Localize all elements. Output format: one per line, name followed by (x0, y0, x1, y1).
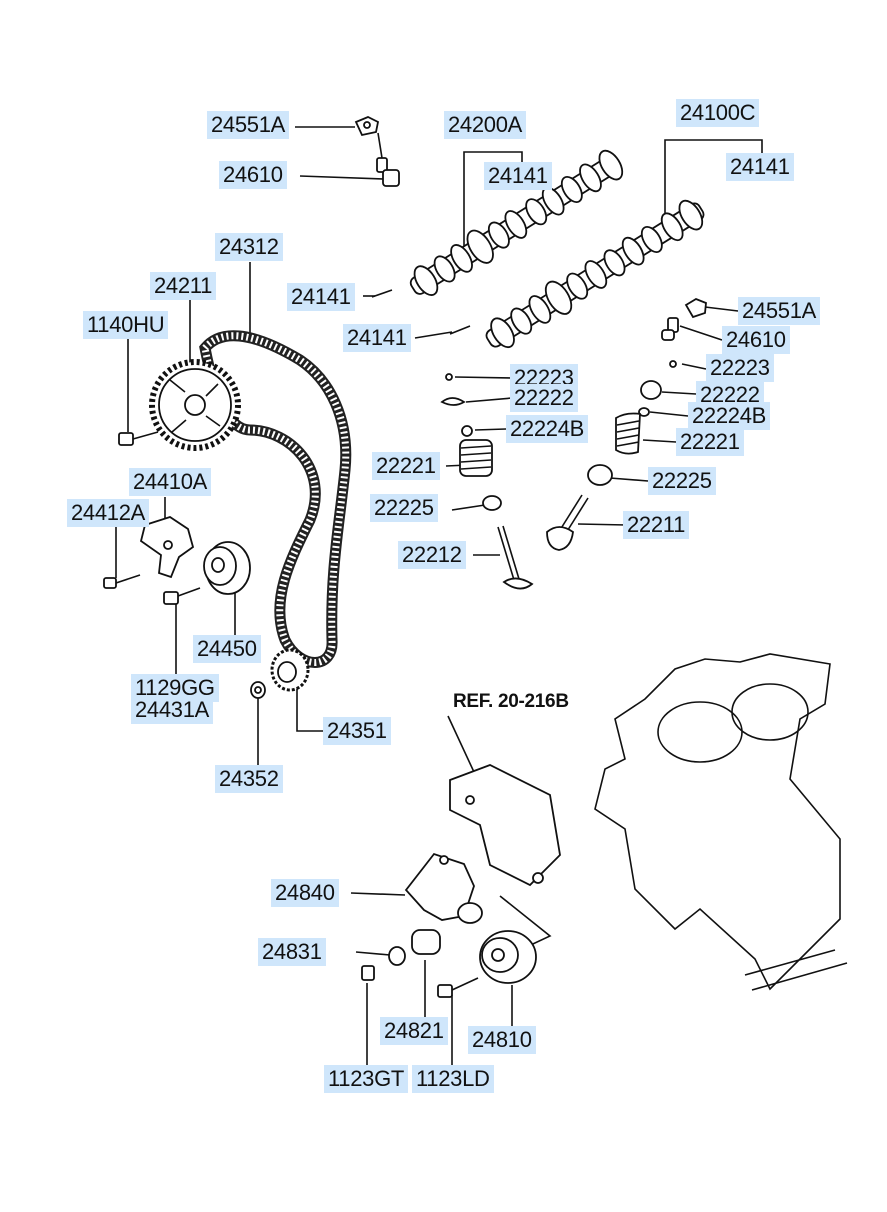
part-label-24211: 24211 (150, 272, 217, 300)
tensioner-bracket (139, 516, 195, 579)
crank-sprocket (250, 648, 310, 699)
part-label-22221-right: 22221 (676, 428, 744, 456)
cam-sensor-right (661, 297, 707, 341)
valve-train-left (440, 373, 534, 590)
part-label-1123GT: 1123GT (324, 1065, 409, 1093)
part-label-24410A: 24410A (129, 468, 212, 496)
part-label-24450: 24450 (193, 635, 261, 663)
cam-sensor-top (354, 116, 400, 187)
idler-parts (361, 929, 537, 998)
part-label-22224B-left: 22224B (506, 415, 589, 443)
tensioner-pulley (203, 541, 251, 595)
part-label-22225-left: 22225 (370, 494, 438, 522)
part-label-24821: 24821 (380, 1017, 448, 1045)
part-label-24141-d: 24141 (343, 324, 411, 352)
part-label-24412A: 24412A (67, 499, 150, 527)
part-label-24352: 24352 (215, 765, 283, 793)
idler-arm-24840 (404, 852, 483, 924)
part-label-22223-right: 22223 (706, 354, 774, 382)
part-label-24312: 24312 (215, 233, 283, 261)
engine-block (594, 653, 848, 991)
bolt-24412A (103, 574, 141, 589)
part-label-24200A: 24200A (444, 111, 527, 139)
part-label-24431A: 24431A (131, 696, 214, 724)
ref-note: REF. 20-216B (453, 691, 569, 712)
part-label-22225-right: 22225 (648, 467, 716, 495)
part-label-24141-a: 24141 (484, 162, 552, 190)
part-label-24100C: 24100C (676, 99, 760, 127)
part-label-24831: 24831 (258, 938, 326, 966)
part-label-24141-c: 24141 (287, 283, 355, 311)
part-label-22211: 22211 (623, 511, 690, 539)
part-label-22222-left: 22222 (510, 384, 578, 412)
valve-train-right (546, 360, 677, 551)
part-label-24141-b: 24141 (726, 153, 794, 181)
cam-plugs (371, 289, 471, 335)
part-label-22212: 22212 (398, 541, 466, 569)
part-label-24551A-right: 24551A (738, 297, 821, 325)
part-label-24610-top: 24610 (219, 161, 287, 189)
part-label-1123LD: 1123LD (412, 1065, 494, 1093)
part-label-1140HU: 1140HU (83, 311, 169, 339)
cam-sprocket (149, 359, 241, 451)
part-label-24840: 24840 (271, 879, 339, 907)
part-label-24351: 24351 (323, 717, 391, 745)
part-label-24610-right: 24610 (722, 326, 790, 354)
part-label-24810: 24810 (468, 1026, 536, 1054)
camshaft-upper (409, 149, 624, 296)
timing-belt (199, 330, 352, 668)
part-label-24551A-top: 24551A (207, 111, 290, 139)
camshaft-lower (485, 199, 705, 349)
part-label-22221-left: 22221 (372, 452, 440, 480)
bolt-1140HU (118, 431, 159, 446)
leader-lines (115, 126, 763, 1065)
part-label-22224B-right: 22224B (688, 402, 771, 430)
bolt-1129GG (163, 587, 201, 605)
